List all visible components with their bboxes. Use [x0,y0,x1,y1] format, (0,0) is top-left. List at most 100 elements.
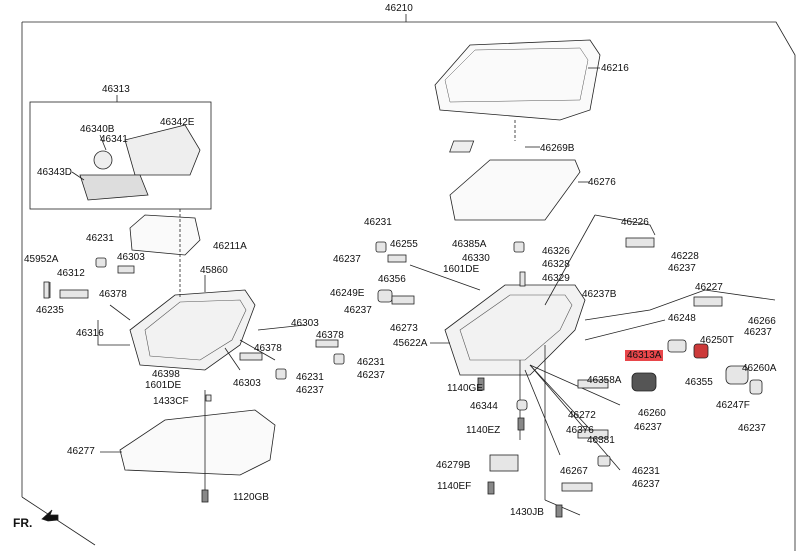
part-46340B [93,150,113,170]
label-1140GE: 1140GE [447,383,483,394]
label-46378-b: 46378 [316,330,344,341]
bolt-1120GB [201,489,209,503]
label-46341: 46341 [100,134,128,145]
front-arrow-icon [41,509,59,522]
label-46267: 46267 [560,466,588,477]
gasket-46269B [449,140,475,153]
spring-46303-a [117,265,135,274]
label-46303-c: 46303 [233,378,261,389]
label-46378-c: 46378 [254,343,282,354]
plate-46277 [119,409,276,476]
label-46227: 46227 [695,282,723,293]
part-46247F [749,379,763,395]
label-46249E: 46249E [330,288,365,299]
valve-46227 [693,296,723,307]
spring-46303-b [315,339,339,348]
label-46273: 46273 [390,323,418,334]
label-46231-a: 46231 [364,217,392,228]
label-46303-b: 46303 [291,318,319,329]
label-46237-g: 46237 [296,385,324,396]
label-1601DE-a: 1601DE [443,264,480,275]
label-46211A: 46211A [213,241,247,252]
solenoid-46313A [631,372,657,392]
plug-46231-d [275,368,287,380]
label-46237-d: 46237 [744,327,772,338]
label-46226: 46226 [621,217,649,228]
label-46344: 46344 [470,401,498,412]
label-46330: 46330 [462,253,490,264]
valve-46312 [59,289,89,299]
label-45622A: 45622A [393,338,428,349]
plug-46231-a [375,241,387,253]
label-46378-a: 46378 [99,289,127,300]
label-1120GB: 1120GB [233,492,269,503]
plug-46231-c [333,353,345,365]
spring-46329 [519,271,526,287]
part-46326 [513,241,525,253]
bolt-1430JB [555,504,563,518]
label-46328: 46328 [542,259,570,270]
label-46237-i: 46237 [632,479,660,490]
part-46248 [667,339,687,353]
label-46247F: 46247F [716,400,750,411]
valve-46358A [577,379,609,389]
valve-46376 [577,429,609,439]
label-1140EZ: 1140EZ [466,425,501,436]
label-46376: 46376 [566,425,594,436]
label-1430JB: 1430JB [510,507,544,518]
label-46210: 46210 [385,3,413,14]
bolt-1140GE [477,377,485,391]
plate-46211A [129,214,201,256]
plug-46231-e [597,455,611,467]
label-46312: 46312 [57,268,85,279]
label-46237-b: 46237 [333,254,361,265]
clip-1433CF [205,394,212,402]
label-45952A: 45952A [24,254,59,265]
label-46237-e: 46237 [738,423,766,434]
label-46276: 46276 [588,177,616,188]
label-46316: 46316 [76,328,104,339]
label-46231-c: 46231 [357,357,385,368]
upper-plate-46216 [434,39,601,121]
label-46266: 46266 [748,316,776,327]
frame-bottom-left [21,496,96,546]
harness-46343D [79,174,149,201]
label-46272: 46272 [568,410,596,421]
label-46326: 46326 [542,246,570,257]
label-46235: 46235 [36,305,64,316]
label-46255: 46255 [390,239,418,250]
plug-46249E [377,289,393,303]
label-46237-a: 46237 [668,263,696,274]
label-46313A: 46313A [625,350,664,361]
pin-45952A [43,281,50,299]
label-46355: 46355 [685,377,713,388]
label-46313: 46313 [102,84,130,95]
label-46340B: 46340B [80,124,115,135]
label-46381: 46381 [587,435,615,446]
plate-46276 [449,159,581,221]
spring-46255 [387,254,407,263]
label-46342E: 46342E [160,117,195,128]
bolt-1140EF [487,481,495,495]
label-45860: 45860 [200,265,228,276]
label-46398: 46398 [152,369,180,380]
solenoid-assembly-46342E [124,124,201,176]
spring-46303-c [239,352,263,361]
label-46260: 46260 [638,408,666,419]
label-1140EF: 1140EF [437,481,472,492]
label-46343D: 46343D [37,167,73,178]
label-46237B: 46237B [582,289,617,300]
label-1433CF: 1433CF [153,396,189,407]
label-46260A: 46260A [742,363,777,374]
main-valve-body [444,284,586,376]
label-46231-e: 46231 [632,466,660,477]
label-1601DE-b: 1601DE [145,380,182,391]
part-46250T [693,343,709,359]
valve-46267 [561,482,593,492]
label-46329: 46329 [542,273,570,284]
left-valve-body [129,289,256,371]
label-46216: 46216 [601,63,629,74]
label-46385A: 46385A [452,239,487,250]
bolt-1140EZ [517,417,525,431]
